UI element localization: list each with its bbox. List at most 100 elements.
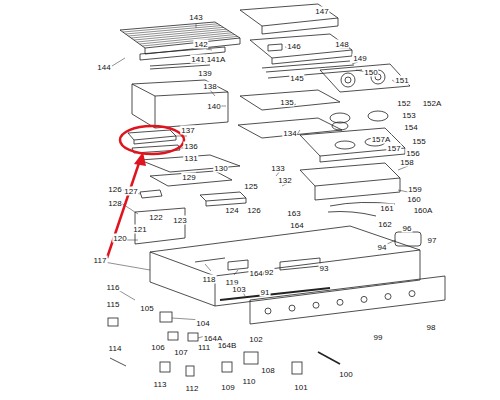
grate-bar bbox=[142, 36, 237, 46]
callout-number: 141 bbox=[190, 55, 205, 64]
highlight-arrowhead bbox=[134, 152, 146, 166]
knob-hole bbox=[385, 294, 391, 300]
callout-number: 100 bbox=[338, 370, 353, 379]
center-tray bbox=[238, 118, 342, 138]
knob-hole bbox=[265, 308, 271, 314]
callout-number: 151 bbox=[394, 76, 409, 85]
grill-box bbox=[132, 80, 228, 128]
ignition-module bbox=[200, 192, 246, 206]
callout-number: 134 bbox=[282, 129, 297, 138]
callout-number: 123 bbox=[172, 216, 187, 225]
callout-number: 104 bbox=[195, 319, 210, 328]
switch bbox=[188, 333, 198, 341]
knob-hole bbox=[409, 291, 415, 297]
callout-number: 96 bbox=[402, 224, 413, 233]
knob-hole bbox=[289, 305, 295, 311]
griddle-clip bbox=[268, 44, 282, 51]
callout-number: 159 bbox=[407, 185, 422, 194]
transformer bbox=[244, 352, 258, 364]
grill-grate-edge bbox=[145, 38, 240, 54]
callout-number: 147 bbox=[314, 7, 329, 16]
clip bbox=[108, 318, 118, 326]
burner-grate bbox=[320, 64, 410, 92]
callout-number: 99 bbox=[373, 333, 384, 342]
callout-number: 149 bbox=[352, 54, 367, 63]
callout-number: 141A bbox=[206, 55, 227, 64]
switch bbox=[168, 332, 178, 340]
callout-number: 158 bbox=[399, 158, 414, 167]
grill-grate bbox=[120, 22, 240, 48]
callout-number: 155 bbox=[411, 137, 426, 146]
chassis bbox=[150, 226, 420, 306]
front-panel bbox=[250, 276, 445, 324]
callout-number: 128 bbox=[107, 199, 122, 208]
grate-bar bbox=[140, 35, 235, 44]
leader-line bbox=[104, 24, 408, 338]
callout-number: 114 bbox=[108, 344, 123, 353]
callout-number: 144 bbox=[96, 63, 111, 72]
callout-number: 118 bbox=[202, 275, 217, 284]
callout-number: 111 bbox=[197, 343, 211, 352]
callout-number: 97 bbox=[427, 236, 438, 245]
valve bbox=[195, 258, 248, 270]
callout-number: 107 bbox=[173, 348, 188, 357]
callout-number: 157 bbox=[386, 144, 401, 153]
callout-number: 93 bbox=[319, 264, 330, 273]
callout-number: 116 bbox=[106, 283, 121, 292]
bracket bbox=[280, 258, 320, 270]
highlight-arrow bbox=[107, 160, 140, 258]
callout-number: 120 bbox=[112, 234, 127, 243]
gas-tube bbox=[328, 202, 395, 216]
callout-number: 131 bbox=[183, 154, 198, 163]
callout-number: 124 bbox=[224, 206, 239, 215]
switch bbox=[222, 362, 232, 372]
bracket bbox=[140, 190, 162, 198]
callout-number: 127 bbox=[123, 187, 138, 196]
grate-bar bbox=[123, 24, 218, 32]
knob-hole bbox=[313, 302, 319, 308]
callout-number: 143 bbox=[188, 13, 203, 22]
callout-number: 136 bbox=[183, 142, 198, 151]
switch bbox=[160, 362, 170, 372]
callout-number: 126 bbox=[246, 206, 261, 215]
callout-number: 110 bbox=[242, 377, 257, 386]
callout-number: 101 bbox=[293, 383, 308, 392]
callout-number: 145 bbox=[289, 74, 304, 83]
callout-number: 132 bbox=[277, 176, 292, 185]
cooktop bbox=[300, 128, 405, 162]
grate-bar bbox=[128, 27, 223, 36]
callout-number: 121 bbox=[132, 225, 147, 234]
drip-pan bbox=[128, 130, 176, 144]
grate-bar bbox=[137, 33, 232, 42]
callout-number: 138 bbox=[202, 82, 217, 91]
callout-number: 117 bbox=[93, 256, 108, 265]
switch bbox=[160, 312, 172, 322]
callout-number: 148 bbox=[334, 40, 349, 49]
callout-number: 163 bbox=[286, 209, 301, 218]
callout-number: 139 bbox=[197, 69, 212, 78]
callout-number: 162 bbox=[377, 220, 392, 229]
callout-number: 150 bbox=[363, 68, 378, 77]
callout-number: 105 bbox=[139, 304, 154, 313]
callout-number: 161 bbox=[379, 204, 394, 213]
callout-number: 133 bbox=[270, 164, 285, 173]
callout-number: 152 bbox=[396, 99, 411, 108]
callout-number: 103 bbox=[231, 285, 246, 294]
motor bbox=[395, 232, 421, 246]
callout-number: 153 bbox=[401, 111, 416, 120]
callout-number: 129 bbox=[181, 173, 196, 182]
knob-hole bbox=[361, 296, 367, 302]
callout-number: 146 bbox=[286, 42, 301, 51]
grill-plate bbox=[150, 171, 232, 186]
callout-number: 137 bbox=[180, 126, 195, 135]
callout-number: 154 bbox=[403, 123, 418, 132]
callout-number: 92 bbox=[264, 268, 275, 277]
rod bbox=[318, 352, 340, 364]
griddle-burner-tube bbox=[262, 61, 362, 78]
screw bbox=[110, 358, 126, 366]
callout-number: 160 bbox=[406, 195, 421, 204]
callout-number: 113 bbox=[153, 380, 168, 389]
callout-number: 140 bbox=[206, 102, 221, 111]
callout-number: 164 bbox=[289, 221, 304, 230]
callout-number: 156 bbox=[405, 149, 420, 158]
